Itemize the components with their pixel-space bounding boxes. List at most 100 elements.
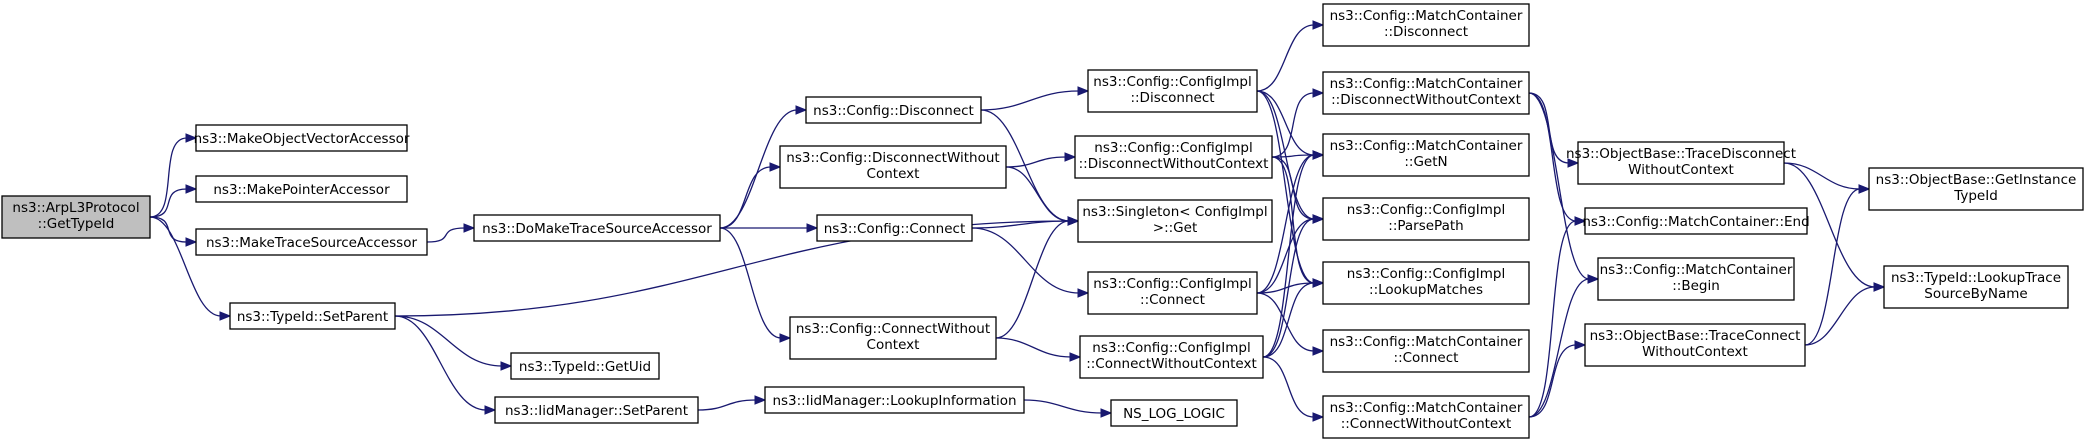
node-cicon[interactable]: ns3::Config::ConfigImpl::Connect: [1087, 271, 1258, 315]
node-box: [494, 396, 699, 424]
node-imsp[interactable]: ns3::IidManager::SetParent: [494, 396, 699, 424]
node-label-line: ::GetTypeId: [38, 216, 115, 232]
node-cilm[interactable]: ns3::Config::ConfigImpl::LookupMatches: [1322, 261, 1530, 305]
edge-cicon-to-mccon: [1256, 292, 1325, 356]
node-mtsa[interactable]: ns3::MakeTraceSourceAccessor: [195, 228, 428, 256]
node-nslog[interactable]: NS_LOG_LOGIC: [1110, 399, 1238, 427]
edge-mccwc-to-mcbegin: [1528, 274, 1600, 418]
node-label-line: ns3::Config::MatchContainer: [1600, 262, 1793, 278]
node-cdis[interactable]: ns3::Config::Disconnect: [805, 96, 982, 124]
node-cidwc[interactable]: ns3::Config::ConfigImpl::DisconnectWitho…: [1074, 135, 1273, 179]
node-label-line: ns3::ObjectBase::GetInstance: [1876, 172, 2077, 188]
node-obtdwc[interactable]: ns3::ObjectBase::TraceDisconnectWithoutC…: [1566, 141, 1796, 185]
node-label-line: ns3::Config::MatchContainer: [1330, 400, 1523, 416]
node-mcdwc[interactable]: ns3::Config::MatchContainer::DisconnectW…: [1322, 71, 1530, 115]
node-label-line: ::DisconnectWithoutContext: [1079, 156, 1269, 172]
edge-mccwc-to-mcend: [1528, 216, 1587, 418]
node-label-line: Context: [867, 166, 920, 182]
node-box: [1322, 71, 1530, 115]
node-label-line: WithoutContext: [1628, 162, 1734, 178]
node-tsp[interactable]: ns3::TypeId::SetParent: [229, 302, 396, 330]
node-cicwc[interactable]: ns3::Config::ConfigImpl::ConnectWithoutC…: [1079, 335, 1264, 379]
node-box: [1087, 69, 1258, 113]
node-label-line: ns3::Config::Disconnect: [813, 103, 974, 119]
edge-cicwc-to-cipp: [1262, 214, 1325, 358]
node-label-line: ns3::ObjectBase::TraceDisconnect: [1566, 146, 1796, 162]
node-label-line: ns3::Config::ConfigImpl: [1092, 340, 1250, 356]
node-box: [1868, 167, 2084, 211]
node-label-line: ::ConnectWithoutContext: [1086, 356, 1257, 372]
node-box: [1322, 329, 1530, 373]
node-label-line: ns3::TypeId::GetUid: [519, 359, 651, 375]
edge-mtsa-to-dmtsa: [426, 223, 476, 243]
edge-tsp-to-tgu: [394, 315, 513, 371]
node-label-line: ns3::MakePointerAccessor: [213, 182, 390, 198]
node-label-line: ::ParsePath: [1388, 218, 1463, 234]
node-label-line: ns3::Config::MatchContainer::End: [1582, 214, 1809, 230]
node-mccon[interactable]: ns3::Config::MatchContainer::Connect: [1322, 329, 1530, 373]
edge-root-to-tsp: [149, 216, 232, 321]
node-box: [1074, 135, 1273, 179]
node-label-line: >::Get: [1153, 220, 1197, 236]
edge-cicwc-to-mccwc: [1262, 356, 1325, 422]
node-label-line: ns3::Config::ConnectWithout: [796, 321, 990, 337]
edge-mcdwc-to-mcbegin: [1528, 92, 1600, 284]
edge-ccwc-to-cicwc: [995, 337, 1082, 362]
edge-cidwc-to-mcdwc: [1271, 88, 1325, 158]
edge-cdwc-to-cidwc: [1005, 152, 1077, 168]
node-label-line: ns3::Config::ConfigImpl: [1347, 266, 1505, 282]
node-mccwc[interactable]: ns3::Config::MatchContainer::ConnectWith…: [1322, 395, 1530, 439]
node-label-line: NS_LOG_LOGIC: [1123, 406, 1225, 422]
node-label-line: ns3::IidManager::LookupInformation: [772, 393, 1016, 409]
node-label-line: ::Disconnect: [1130, 90, 1214, 106]
edge-obtcwc-to-obgit: [1804, 184, 1871, 346]
node-box: [805, 96, 982, 124]
node-label-line: ::LookupMatches: [1369, 282, 1483, 298]
node-tgu[interactable]: ns3::TypeId::GetUid: [510, 352, 660, 380]
node-mcbegin[interactable]: ns3::Config::MatchContainer::Begin: [1597, 257, 1795, 301]
edge-ccon-to-cicon: [971, 227, 1090, 298]
edge-mcdwc-to-obtdwc: [1528, 92, 1580, 168]
node-label-line: ns3::Config::DisconnectWithout: [786, 150, 999, 166]
node-imli[interactable]: ns3::IidManager::LookupInformation: [764, 386, 1025, 414]
node-obtcwc[interactable]: ns3::ObjectBase::TraceConnectWithoutCont…: [1584, 323, 1806, 367]
node-box: [195, 175, 408, 203]
node-box: [1, 195, 151, 239]
node-label-line: ::ConnectWithoutContext: [1341, 416, 1512, 432]
node-label-line: ns3::ArpL3Protocol: [12, 200, 139, 216]
node-ccon[interactable]: ns3::Config::Connect: [816, 214, 973, 242]
node-box: [1577, 141, 1785, 185]
edge-cdis-to-cidis: [980, 86, 1090, 111]
node-label-line: ns3::MakeTraceSourceAccessor: [206, 235, 417, 251]
node-cidis[interactable]: ns3::Config::ConfigImpl::Disconnect: [1087, 69, 1258, 113]
edge-root-to-mova: [149, 133, 198, 218]
node-label-line: ns3::Config::ConfigImpl: [1347, 202, 1505, 218]
node-label-line: ns3::IidManager::SetParent: [505, 403, 688, 419]
node-sget[interactable]: ns3::Singleton< ConfigImpl>::Get: [1077, 199, 1273, 243]
node-mcgetn[interactable]: ns3::Config::MatchContainer::GetN: [1322, 133, 1530, 177]
node-cdwc[interactable]: ns3::Config::DisconnectWithoutContext: [779, 145, 1007, 189]
node-cipp[interactable]: ns3::Config::ConfigImpl::ParsePath: [1322, 197, 1530, 241]
node-label-line: ::DisconnectWithoutContext: [1331, 92, 1521, 108]
edge-tsp-to-imsp: [394, 315, 497, 415]
node-mcend[interactable]: ns3::Config::MatchContainer::End: [1582, 207, 1810, 235]
node-box: [1322, 3, 1530, 47]
node-label-line: ::GetN: [1404, 154, 1447, 170]
node-ccwc[interactable]: ns3::Config::ConnectWithoutContext: [789, 316, 997, 360]
node-mpa[interactable]: ns3::MakePointerAccessor: [195, 175, 408, 203]
node-label-line: ns3::Config::ConfigImpl: [1093, 74, 1251, 90]
nodes-layer: ns3::ArpL3Protocol::GetTypeId ns3::MakeOb…: [1, 3, 2084, 439]
node-label-line: ns3::Config::Connect: [824, 221, 966, 237]
node-box: [1584, 207, 1808, 235]
edge-ccwc-to-sget: [995, 216, 1080, 339]
node-root: ns3::ArpL3Protocol::GetTypeId: [1, 195, 151, 239]
node-box: [1322, 197, 1530, 241]
node-box: [1087, 271, 1258, 315]
node-mova[interactable]: ns3::MakeObjectVectorAccessor: [194, 124, 410, 152]
node-box: [764, 386, 1025, 414]
node-mcdis[interactable]: ns3::Config::MatchContainer::Disconnect: [1322, 3, 1530, 47]
edge-dmtsa-to-cdis: [719, 105, 808, 229]
node-dmtsa[interactable]: ns3::DoMakeTraceSourceAccessor: [473, 214, 721, 242]
